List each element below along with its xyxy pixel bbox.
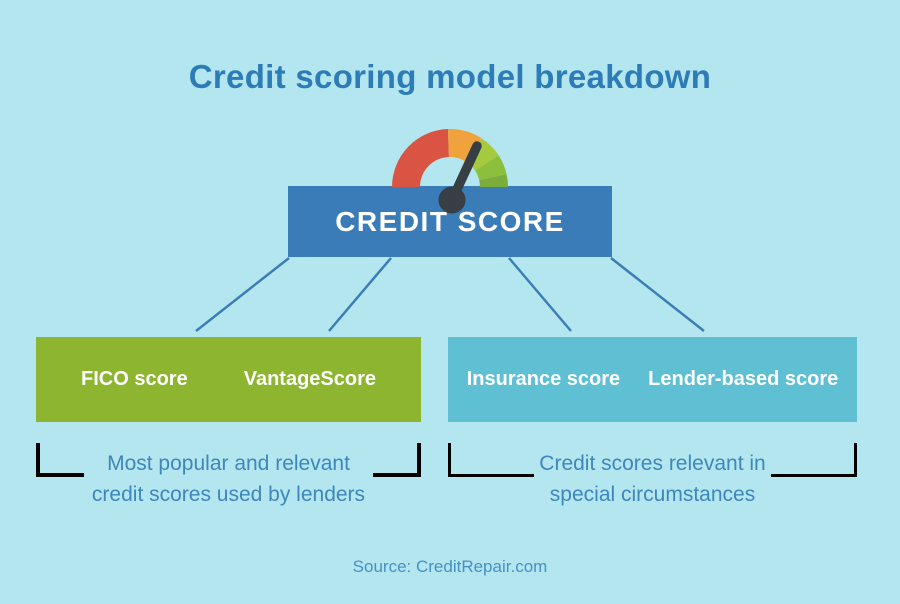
caption-special-line2: special circumstances xyxy=(549,483,756,506)
connector-line xyxy=(195,257,290,332)
gauge-segment-orange xyxy=(447,129,482,163)
insurance-score-label: Insurance score xyxy=(466,368,621,390)
caption-special: Credit scores relevant in special circum… xyxy=(448,448,857,510)
connector-line xyxy=(328,257,392,332)
connector-line xyxy=(610,257,705,332)
bracket-popular-left xyxy=(36,443,84,477)
caption-popular-line2: credit scores used by lenders xyxy=(91,483,366,506)
source-text: Source: CreditRepair.com xyxy=(352,557,548,576)
credit-gauge-icon xyxy=(392,129,508,214)
bracket-popular-right xyxy=(373,443,421,477)
lender-based-score-label: Lender-based score xyxy=(648,368,839,390)
gauge-segment-green xyxy=(474,155,507,181)
caption-popular: Most popular and relevant credit scores … xyxy=(36,448,421,510)
caption-popular-line1: Most popular and relevant xyxy=(107,452,350,475)
fico-score-label: FICO score xyxy=(81,368,188,390)
bracket-special-left xyxy=(448,443,534,477)
bracket-special-right xyxy=(771,443,857,477)
caption-special-line1: Credit scores relevant in xyxy=(539,452,766,475)
branch-box-popular: FICO score VantageScore xyxy=(36,337,421,422)
page-title: Credit scoring model breakdown xyxy=(188,58,712,95)
gauge-segment-red xyxy=(392,129,450,188)
connector-line xyxy=(508,257,572,332)
branch-box-special: Insurance score Lender-based score xyxy=(448,337,857,422)
gauge-needle-hub xyxy=(438,186,466,214)
gauge-segment-darkgreen xyxy=(479,173,508,188)
vantagescore-label: VantageScore xyxy=(243,368,376,390)
